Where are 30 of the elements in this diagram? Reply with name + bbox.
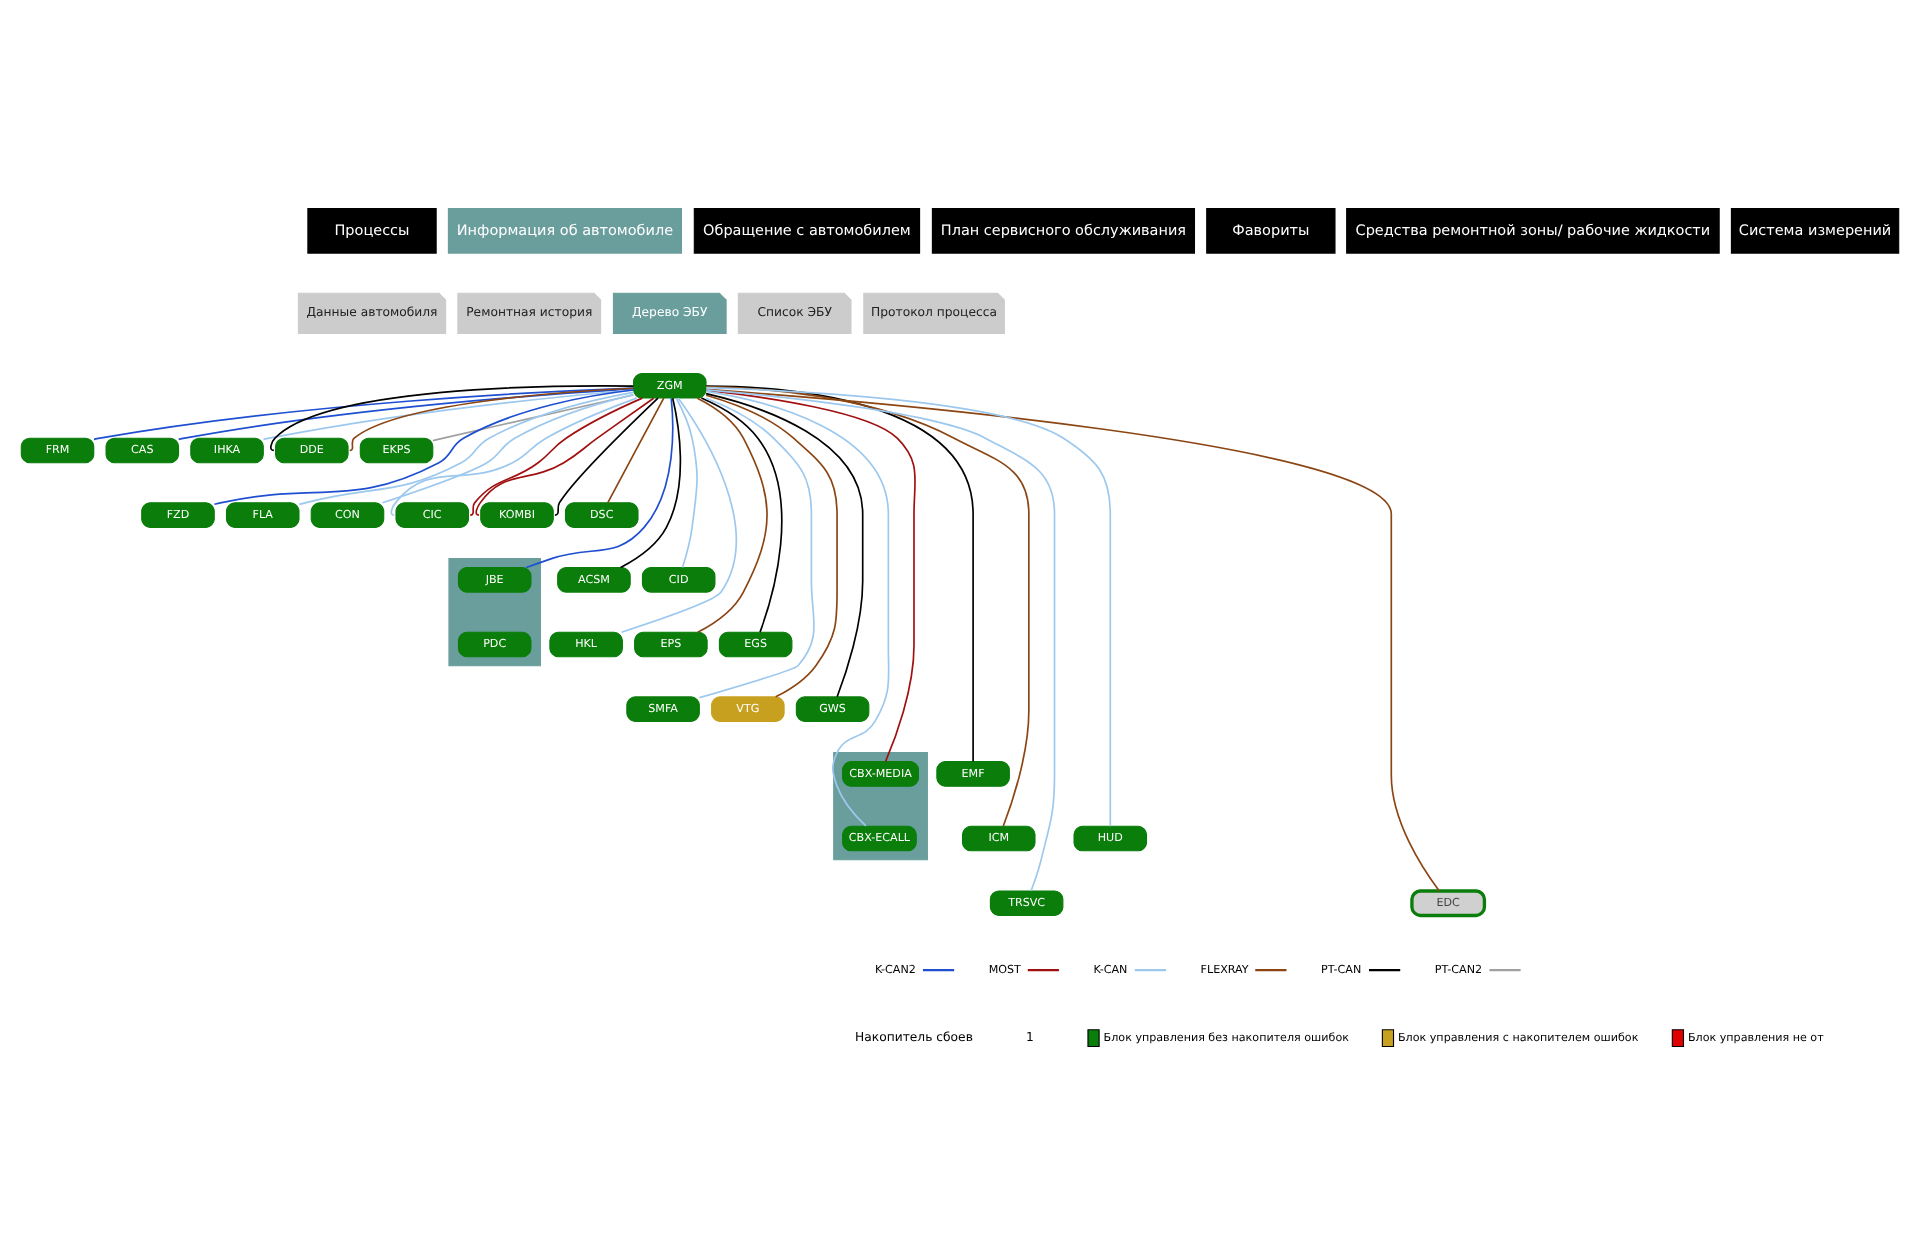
connector [675,397,698,569]
connector [93,387,635,441]
connector [298,391,635,506]
connector [696,397,768,634]
cluster [448,558,541,667]
connector [348,387,635,452]
connector [432,394,635,442]
connector [525,397,674,569]
connector [705,389,916,763]
connector [705,385,1030,827]
connector [705,388,1441,892]
connector [213,389,635,506]
connector [381,393,635,504]
cluster [833,752,928,861]
connector [390,397,638,516]
connector [700,397,783,633]
connector [607,397,665,504]
connector [705,388,1056,892]
connector [705,386,1112,828]
connector [705,390,890,827]
connector [705,392,864,698]
connector [177,388,635,441]
connector [620,397,738,634]
connector [619,397,682,569]
connector [705,394,838,698]
connector [262,389,634,441]
connector [705,385,974,763]
connector [270,385,635,452]
connector [698,397,815,699]
connector [554,397,659,516]
